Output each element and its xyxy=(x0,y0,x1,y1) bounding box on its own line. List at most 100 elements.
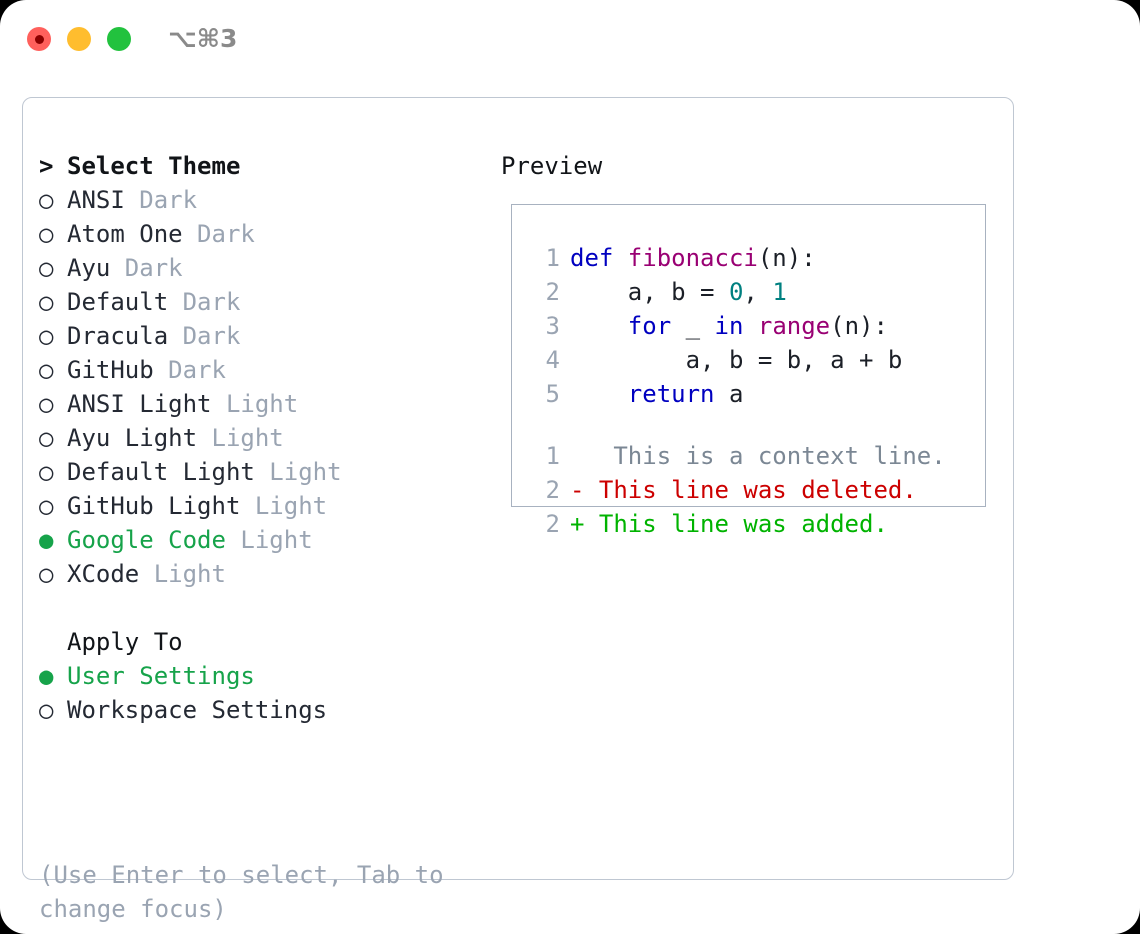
diff-line: 2- This line was deleted. xyxy=(522,473,977,507)
diff-line-text: This line was deleted. xyxy=(584,476,917,504)
theme-option-name: Ayu Light xyxy=(67,424,198,452)
maximize-button[interactable] xyxy=(107,27,131,51)
apply-to-option-label: User Settings xyxy=(67,662,255,690)
pane-spacer xyxy=(39,591,489,625)
code-line-number: 4 xyxy=(545,346,560,374)
diff-marker: + xyxy=(570,510,585,538)
diff-marker: - xyxy=(570,476,585,504)
minimize-button[interactable] xyxy=(67,27,91,51)
code-token: def xyxy=(570,244,628,272)
code-line: 4 a, b = b, a + b xyxy=(522,343,977,377)
code-token: (n): xyxy=(757,244,816,272)
theme-option[interactable]: ○ Ayu Light Light xyxy=(39,421,489,455)
theme-option[interactable]: ○GitHub Light Light xyxy=(39,489,489,523)
code-line: 5 return a xyxy=(522,377,977,411)
theme-option-variant: Light xyxy=(197,424,284,452)
code-token: a xyxy=(714,380,744,408)
apply-to-heading: Apply To xyxy=(39,625,489,659)
diff-line-text: This is a context line. xyxy=(584,442,946,470)
theme-selection-pane: >Select Theme ○ANSI Dark○Atom One Dark○A… xyxy=(39,149,489,727)
theme-option-variant: Dark xyxy=(124,186,198,214)
code-token: 1 xyxy=(772,278,787,306)
diff-line-number: 1 xyxy=(545,442,560,470)
code-token xyxy=(743,312,757,340)
theme-option-variant: Dark xyxy=(153,356,226,384)
theme-option[interactable]: ○ GitHub Dark xyxy=(39,353,489,387)
theme-list: ○ANSI Dark○Atom One Dark○Ayu Dark○Defaul… xyxy=(39,183,489,591)
theme-option-name: Default Light xyxy=(67,458,255,486)
theme-option[interactable]: ○Default Dark xyxy=(39,285,489,319)
select-theme-heading-label: Select Theme xyxy=(67,152,241,180)
code-token xyxy=(570,380,628,408)
theme-option-variant: Dark xyxy=(182,220,255,248)
code-token xyxy=(570,312,628,340)
theme-option-name: ANSI xyxy=(67,186,125,214)
code-token: range xyxy=(757,312,831,340)
theme-option[interactable]: ○ Atom One Dark xyxy=(39,217,489,251)
window-titlebar: ⌥⌘3 xyxy=(0,0,1140,80)
theme-option-name: GitHub Light xyxy=(67,492,241,520)
theme-option[interactable]: ○ XCode Light xyxy=(39,557,489,591)
radio-unselected-icon: ○ xyxy=(39,424,54,452)
radio-unselected-icon: ○ xyxy=(39,288,54,316)
preview-pane: Preview xyxy=(501,149,991,183)
code-line: 2 a, b = 0, 1 xyxy=(522,275,977,309)
diff-line-text: This line was added. xyxy=(584,510,888,538)
apply-to-option[interactable]: ○Workspace Settings xyxy=(39,693,489,727)
radio-selected-icon: ● xyxy=(39,662,54,690)
theme-option-variant: Light xyxy=(225,526,313,554)
code-token: _ xyxy=(671,312,715,340)
theme-option-variant: Light xyxy=(254,458,342,486)
diff-marker xyxy=(570,442,584,470)
radio-unselected-icon: ○ xyxy=(39,322,54,350)
theme-option[interactable]: ○Dracula Dark xyxy=(39,319,489,353)
radio-unselected-icon: ○ xyxy=(39,186,54,214)
radio-unselected-icon: ○ xyxy=(39,220,54,248)
theme-option-name: XCode xyxy=(67,560,140,588)
theme-option-name: Ayu xyxy=(67,254,111,282)
theme-option-name: Atom One xyxy=(67,220,183,248)
radio-unselected-icon: ○ xyxy=(39,560,54,588)
apply-to-list: ● User Settings ○Workspace Settings xyxy=(39,659,489,727)
radio-unselected-icon: ○ xyxy=(39,390,54,418)
radio-unselected-icon: ○ xyxy=(39,356,54,384)
theme-option-name: GitHub xyxy=(67,356,154,384)
theme-option-name: ANSI Light xyxy=(67,390,212,418)
theme-option[interactable]: ○ Ayu Dark xyxy=(39,251,489,285)
theme-option-variant: Light xyxy=(139,560,226,588)
code-token: (n): xyxy=(830,312,888,340)
code-token: fibonacci xyxy=(627,244,758,272)
code-token: return xyxy=(627,380,715,408)
code-line: 3 for _ in range(n): xyxy=(522,309,977,343)
theme-option[interactable]: ○ANSI Light Light xyxy=(39,387,489,421)
radio-unselected-icon: ○ xyxy=(39,696,54,724)
theme-option[interactable]: ○ ANSI Dark xyxy=(39,183,489,217)
preview-heading: Preview xyxy=(501,152,603,180)
code-line-number: 5 xyxy=(545,380,560,408)
theme-option-variant: Light xyxy=(240,492,328,520)
window-shortcut-label: ⌥⌘3 xyxy=(168,24,238,53)
code-token: a, b = xyxy=(570,278,729,306)
apply-to-heading-label: Apply To xyxy=(67,628,183,656)
theme-option-variant: Dark xyxy=(110,254,183,282)
code-line-number: 3 xyxy=(545,312,560,340)
code-token: in xyxy=(714,312,744,340)
radio-unselected-icon: ○ xyxy=(39,254,54,282)
radio-selected-icon: ● xyxy=(39,526,54,554)
theme-option[interactable]: ○Default Light Light xyxy=(39,455,489,489)
theme-option-name: Google Code xyxy=(67,526,226,554)
theme-option-variant: Dark xyxy=(168,288,241,316)
code-token: for xyxy=(627,312,672,340)
code-token: a, b = b, a + b xyxy=(570,346,903,374)
theme-option-variant: Dark xyxy=(168,322,241,350)
apply-to-option[interactable]: ● User Settings xyxy=(39,659,489,693)
diff-line: 2+ This line was added. xyxy=(522,507,977,541)
code-token: , xyxy=(743,278,773,306)
theme-option[interactable]: ● Google Code Light xyxy=(39,523,489,557)
code-token: 0 xyxy=(728,278,744,306)
diff-line-number: 2 xyxy=(545,476,560,504)
